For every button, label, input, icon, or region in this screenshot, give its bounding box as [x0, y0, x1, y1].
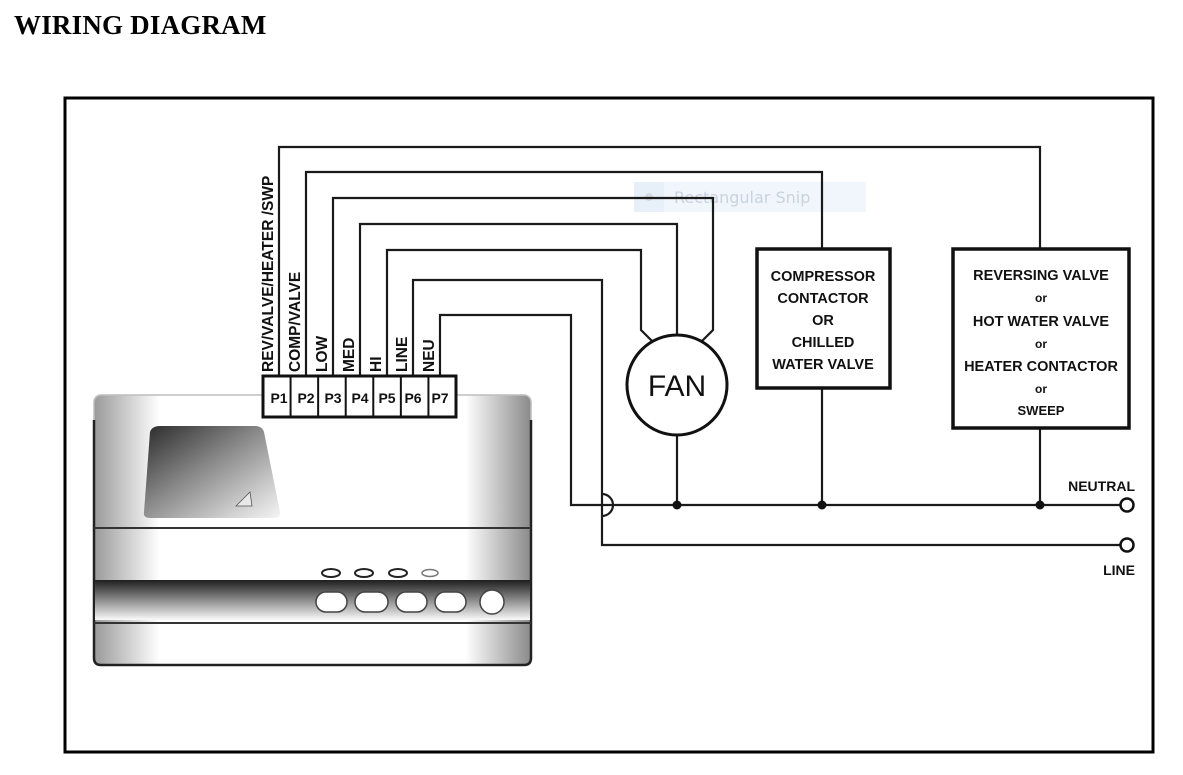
wire-p3-low: [331, 196, 715, 375]
compressor-line-2: CONTACTOR: [777, 291, 869, 307]
page-title: WIRING DIAGRAM: [14, 10, 267, 40]
compressor-contactor-box: COMPRESSOR CONTACTOR OR CHILLED WATER VA…: [755, 247, 892, 390]
reversing-line-7: SWEEP: [1018, 403, 1065, 418]
reversing-line-5: HEATER CONTACTOR: [964, 359, 1118, 375]
wire-p7-neutral: [438, 313, 1120, 518]
fan-label: FAN: [648, 370, 706, 403]
wire-p1: [277, 145, 1042, 375]
neutral-label: NEUTRAL: [1068, 478, 1135, 494]
thermostat-unit: [92, 394, 533, 667]
junction-dot: [817, 500, 827, 510]
line-terminal: [1119, 537, 1135, 553]
compressor-line-4: CHILLED: [792, 335, 855, 351]
thermostat-button: [354, 591, 389, 613]
wire-label-p4: MED: [341, 338, 358, 372]
wire-p6-line: [411, 278, 1120, 547]
compressor-line-5: WATER VALVE: [772, 357, 874, 373]
wire-label-p5: HI: [368, 357, 385, 373]
terminal-p4: P4: [351, 390, 368, 406]
indicator-led: [421, 568, 439, 578]
indicator-led: [354, 568, 374, 578]
junction-dot: [672, 500, 682, 510]
terminal-wire-labels: REV/VALVE/HEATER /SWP COMP/VALVE LOW MED…: [260, 176, 438, 372]
line-label: LINE: [1103, 562, 1135, 578]
reversing-line-1: REVERSING VALVE: [973, 268, 1109, 284]
indicator-led: [388, 568, 408, 578]
reversing-valve-box: REVERSING VALVE or HOT WATER VALVE or HE…: [951, 247, 1131, 430]
wire-p2: [304, 170, 824, 375]
compressor-line-1: COMPRESSOR: [771, 269, 876, 285]
terminal-p1: P1: [270, 390, 287, 406]
thermostat-button: [434, 591, 467, 613]
neutral-terminal: [1119, 497, 1135, 513]
terminal-p7: P7: [431, 390, 448, 406]
fan-motor: FAN: [625, 333, 729, 437]
reversing-line-4: or: [1035, 337, 1047, 351]
wires: [277, 145, 1135, 553]
compressor-line-3: OR: [812, 313, 834, 329]
thermostat-button: [315, 591, 348, 613]
wire-label-p7: NEU: [421, 339, 438, 372]
wire-p4-med: [358, 222, 679, 375]
snip-label: Rectangular Snip: [674, 188, 810, 207]
display-screen: [143, 426, 281, 518]
indicator-led: [321, 568, 341, 578]
wire-label-p1: REV/VALVE/HEATER /SWP: [260, 176, 277, 372]
terminal-p5: P5: [378, 390, 395, 406]
junction-dot: [1035, 500, 1045, 510]
fan-circle: [625, 333, 729, 437]
terminal-p2: P2: [297, 390, 314, 406]
reversing-line-6: or: [1035, 382, 1047, 396]
terminal-block: P1 P2 P3 P4 P5 P6 P7: [261, 374, 458, 419]
terminal-p3: P3: [324, 390, 341, 406]
thermostat-button: [395, 591, 428, 613]
power-button: [479, 589, 505, 615]
wire-label-p2: COMP/VALVE: [287, 272, 304, 372]
reversing-line-2: or: [1035, 291, 1047, 305]
reversing-line-3: HOT WATER VALVE: [973, 314, 1109, 330]
wire-label-p3: LOW: [314, 335, 331, 372]
wire-label-p6: LINE: [394, 337, 411, 372]
wire-p5-hi: [385, 248, 657, 375]
terminal-p6: P6: [404, 390, 421, 406]
